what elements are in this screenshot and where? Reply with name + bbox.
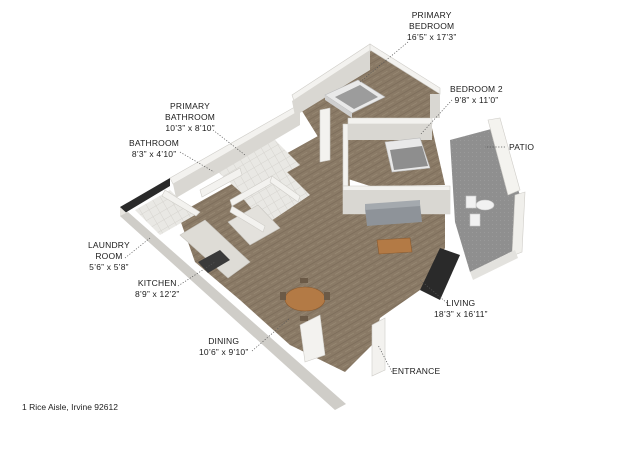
label-kitchen: KITCHEN 8’9” x 12’2”	[135, 278, 179, 300]
exterior-wall-left	[120, 178, 170, 216]
bedroom2-bed	[384, 137, 431, 173]
exterior-wall-right	[420, 248, 460, 300]
laundry-dims: 5’6” x 5’8”	[89, 262, 129, 272]
kitchen-dims: 8’9” x 12’2”	[135, 289, 180, 299]
dining-name: DINING	[208, 336, 240, 346]
primary-bed	[324, 79, 386, 118]
patio-rail	[470, 250, 518, 280]
label-bathroom: BATHROOM 8’3” x 4’10”	[129, 138, 179, 160]
patio-name: PATIO	[509, 142, 535, 152]
label-primary-bathroom: PRIMARY BATHROOM 10’3” x 8’10”	[165, 101, 215, 134]
entrance-name: ENTRANCE	[392, 366, 441, 376]
primary-bathroom-name-2: BATHROOM	[165, 112, 216, 122]
kitchen-name: KITCHEN	[137, 278, 177, 288]
dining-dims: 10’6” x 9’10”	[199, 347, 249, 357]
exterior-wall-patio	[511, 191, 526, 257]
patio-furniture	[465, 195, 495, 227]
primary-bathroom-dims: 10’3” x 8’10”	[165, 123, 215, 133]
primary-bathroom-name-1: PRIMARY	[170, 101, 211, 111]
bathroom-name: BATHROOM	[129, 138, 180, 148]
living-dims: 18’3” x 16’11”	[434, 309, 488, 319]
label-entrance: ENTRANCE	[392, 366, 440, 377]
living-name: LIVING	[446, 298, 476, 308]
label-laundry: LAUNDRY ROOM 5’6” x 5’8”	[88, 240, 130, 273]
label-patio: PATIO	[509, 142, 534, 153]
kitchen-counter-dark	[198, 250, 230, 273]
primary-bedroom-dims: 16’5” x 17’3”	[407, 32, 457, 42]
bathroom-dims: 8’3” x 4’10”	[131, 149, 177, 159]
address-caption: 1 Rice Aisle, Irvine 92612	[22, 402, 118, 412]
primary-bedroom-name-2: BEDROOM	[409, 21, 455, 31]
primary-bedroom-name-1: PRIMARY	[411, 10, 452, 20]
label-primary-bedroom: PRIMARY BEDROOM 16’5” x 17’3”	[407, 10, 456, 43]
label-living: LIVING 18’3” x 16’11”	[434, 298, 488, 320]
label-dining: DINING 10’6” x 9’10”	[199, 336, 248, 358]
label-bedroom2: BEDROOM 2 9’8” x 11’0”	[450, 84, 503, 106]
dining-chairs	[280, 278, 330, 321]
coffee-table	[376, 237, 413, 255]
leader-lines	[124, 41, 505, 373]
bedroom2-name: BEDROOM 2	[450, 84, 503, 94]
patio-rail-top	[487, 117, 521, 196]
walls	[161, 43, 451, 377]
primary-bathroom-floor	[210, 135, 300, 196]
bedroom2-dims: 9’8” x 11’0”	[454, 95, 499, 105]
laundry-name-1: LAUNDRY	[88, 240, 130, 250]
sofa	[365, 200, 422, 226]
exterior-wall-bottom-shadow	[120, 212, 346, 410]
dining-table	[284, 286, 326, 312]
laundry-name-2: ROOM	[95, 251, 123, 261]
